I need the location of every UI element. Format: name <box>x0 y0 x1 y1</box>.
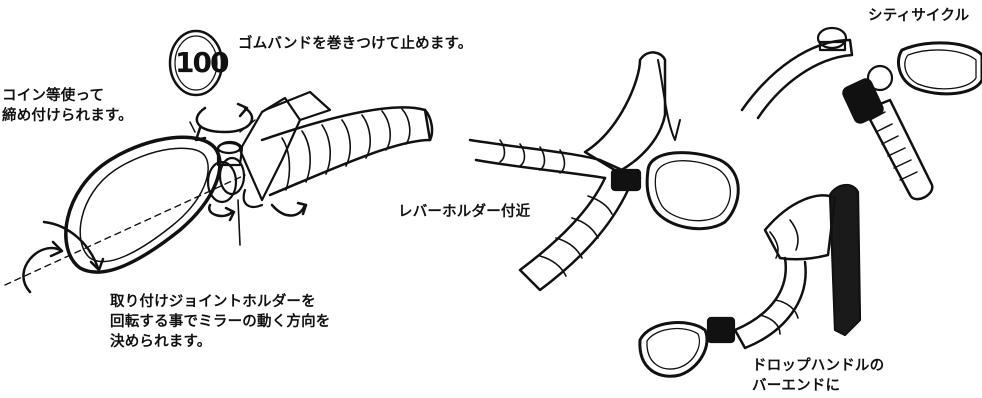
rubber-band-label: ゴムバンドを巻きつけて止めます。 <box>238 36 473 52</box>
bar-end-lever <box>828 183 862 337</box>
main-mirror-assembly <box>4 90 434 294</box>
bar-end-handlebar <box>733 256 807 350</box>
city-bell <box>816 26 848 50</box>
main-mirror-glass <box>79 147 209 263</box>
brake-lever-hood <box>583 51 667 174</box>
rotate-holder-label: 取り付けジョイントホルダーを 回転する事でミラーの動く方向を 決められます。 <box>110 292 331 352</box>
joint-holder <box>206 160 238 204</box>
city-grip <box>863 98 934 201</box>
lever-mirror-clamp <box>610 168 642 192</box>
coin-line-1: コイン等使って <box>2 88 105 104</box>
coin-tightening-label: コイン等使って 締め付けられます。 <box>2 86 133 126</box>
drop-line-2: バーエンドに <box>752 378 841 394</box>
lever-holder-label: レバーホルダー付近 <box>398 204 531 220</box>
lever-mirror-frame <box>645 151 740 231</box>
city-mirror-frame <box>897 41 982 96</box>
drop-handlebar <box>518 176 630 292</box>
drop-handle-label: ドロップハンドルの バーエンドに <box>752 356 884 396</box>
bar-end-assembly <box>638 183 862 378</box>
speed-sign-number: 100 <box>175 46 229 79</box>
city-cycle-assembly <box>740 26 982 201</box>
speed-sign <box>168 29 224 97</box>
coin-line-2: 締め付けられます。 <box>2 108 133 124</box>
rotate-line-3: 決められます。 <box>110 334 212 350</box>
bar-end-mirror-frame <box>638 321 709 378</box>
rotate-line-1: 取り付けジョイントホルダーを <box>110 294 316 310</box>
city-cycle-label: シティサイクル <box>868 8 970 24</box>
rotate-line-2: 回転する事でミラーの動く方向を <box>110 314 331 330</box>
bar-end-clamp <box>706 316 736 344</box>
main-handlebar <box>260 106 432 197</box>
city-handlebar <box>740 38 854 120</box>
joint-rotation-arrow <box>195 106 254 134</box>
rotation-axis-line <box>4 174 246 286</box>
lever-holder-assembly <box>468 51 740 292</box>
drop-line-1: ドロップハンドルの <box>752 358 885 374</box>
mirror-rotation-arrow <box>22 246 62 294</box>
main-mirror-frame <box>64 135 222 274</box>
